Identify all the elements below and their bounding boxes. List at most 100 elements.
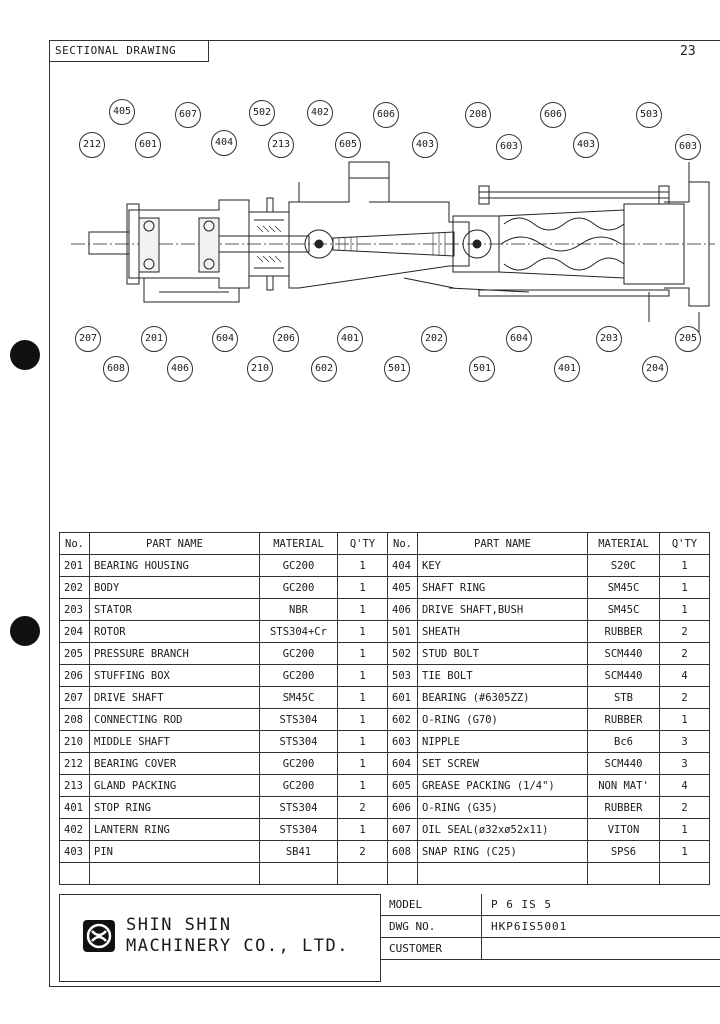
material-cell: SM45C — [587, 576, 660, 599]
callout-balloon: 208 — [465, 102, 491, 128]
material-cell: GC200 — [259, 576, 338, 599]
part-number-cell: 406 — [387, 598, 418, 621]
callout-balloon: 606 — [373, 102, 399, 128]
part-number-cell: 405 — [387, 576, 418, 599]
callout-balloon: 205 — [675, 326, 701, 352]
part-name-cell: BEARING HOUSING — [89, 554, 260, 577]
quantity-cell: 3 — [659, 752, 710, 775]
part-number-cell: 403 — [59, 840, 90, 863]
part-number-cell: 404 — [387, 554, 418, 577]
material-cell: S20C — [587, 554, 660, 577]
part-number-cell: 501 — [387, 620, 418, 643]
material-cell: GC200 — [259, 642, 338, 665]
column-header: Q'TY — [337, 532, 388, 555]
callout-balloon: 207 — [75, 326, 101, 352]
quantity-cell: 1 — [659, 576, 710, 599]
callout-balloon: 213 — [268, 132, 294, 158]
callout-balloon: 603 — [496, 134, 522, 160]
part-number-cell — [59, 862, 90, 885]
part-number-cell: 608 — [387, 840, 418, 863]
column-header: PART NAME — [89, 532, 260, 555]
quantity-cell: 1 — [337, 554, 388, 577]
table-header-row: No. PART NAME MATERIAL Q'TY — [59, 532, 388, 555]
part-number-cell: 603 — [387, 730, 418, 753]
pump-sectional-drawing — [71, 161, 715, 332]
callout-balloon: 401 — [337, 326, 363, 352]
part-name-cell: BODY — [89, 576, 260, 599]
callout-balloon: 212 — [79, 132, 105, 158]
callout-balloon: 501 — [384, 356, 410, 382]
table-header-row: No. PART NAME MATERIAL Q'TY — [387, 532, 710, 555]
punch-hole-icon — [10, 616, 40, 646]
quantity-cell: 1 — [337, 598, 388, 621]
model-label: MODEL — [389, 898, 423, 911]
callout-balloon: 607 — [175, 102, 201, 128]
company-logo-icon — [83, 920, 115, 952]
column-header: No. — [387, 532, 418, 555]
quantity-cell: 1 — [337, 686, 388, 709]
quantity-cell: 1 — [337, 642, 388, 665]
callout-balloon: 604 — [506, 326, 532, 352]
material-cell: VITON — [587, 818, 660, 841]
quantity-cell: 1 — [659, 818, 710, 841]
quantity-cell: 2 — [659, 686, 710, 709]
part-name-cell: SHEATH — [417, 620, 588, 643]
material-cell: SCM440 — [587, 752, 660, 775]
quantity-cell: 1 — [337, 664, 388, 687]
callout-balloon: 606 — [540, 102, 566, 128]
part-number-cell: 602 — [387, 708, 418, 731]
part-name-cell: SHAFT RING — [417, 576, 588, 599]
part-name-cell: STATOR — [89, 598, 260, 621]
part-name-cell: KEY — [417, 554, 588, 577]
material-cell: NBR — [259, 598, 338, 621]
part-name-cell: STUFFING BOX — [89, 664, 260, 687]
part-name-cell: DRIVE SHAFT — [89, 686, 260, 709]
callout-balloon: 602 — [311, 356, 337, 382]
quantity-cell: 3 — [659, 730, 710, 753]
callout-balloon: 406 — [167, 356, 193, 382]
quantity-cell: 1 — [659, 598, 710, 621]
part-number-cell: 207 — [59, 686, 90, 709]
page-number: 23 — [680, 44, 696, 59]
part-number-cell: 607 — [387, 818, 418, 841]
callout-balloon: 201 — [141, 326, 167, 352]
column-header: MATERIAL — [259, 532, 338, 555]
model-row: MODEL P 6 IS 5 — [381, 894, 720, 916]
table-row — [387, 862, 710, 885]
part-number-cell: 213 — [59, 774, 90, 797]
part-number-cell: 605 — [387, 774, 418, 797]
callouts-top: 405 607 502 402 606 208 606 503 212 601 … — [0, 0, 720, 420]
part-name-cell: BEARING COVER — [89, 752, 260, 775]
part-number-cell: 606 — [387, 796, 418, 819]
part-name-cell: O-RING (G70) — [417, 708, 588, 731]
material-cell: RUBBER — [587, 796, 660, 819]
material-cell: STS304+Cr — [259, 620, 338, 643]
part-name-cell: BEARING (#6305ZZ) — [417, 686, 588, 709]
dwg-no-label: DWG NO. — [389, 920, 436, 933]
column-header: PART NAME — [417, 532, 588, 555]
material-cell: STS304 — [259, 818, 338, 841]
part-name-cell: OIL SEAL(ø32xø52x11) — [417, 818, 588, 841]
part-number-cell: 205 — [59, 642, 90, 665]
part-name-cell: LANTERN RING — [89, 818, 260, 841]
part-number-cell — [387, 862, 418, 885]
part-name-cell: STOP RING — [89, 796, 260, 819]
material-cell: GC200 — [259, 554, 338, 577]
quantity-cell — [659, 862, 710, 885]
